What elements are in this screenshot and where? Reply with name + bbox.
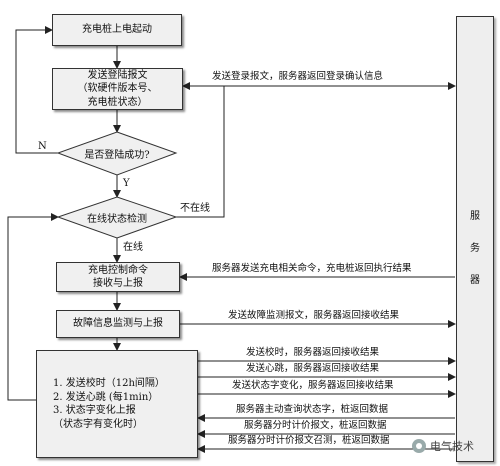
watermark-text: 电气技术 <box>430 440 474 453</box>
server-label-char: 务 <box>470 243 480 254</box>
edge-loop <box>7 213 59 401</box>
server-label-char: 器 <box>470 275 480 286</box>
online-check-label: 在线状态检测 <box>87 214 147 225</box>
control-node-line2: 接收与上报 <box>93 278 143 289</box>
msg-fault: 发送故障监测报文，服务器返回接收结果 <box>228 310 400 321</box>
server-label: 服务器 <box>468 208 482 304</box>
server-column <box>456 16 494 462</box>
wechat-icon <box>412 439 426 453</box>
fault-node-label: 故障信息监测与上报 <box>73 318 163 330</box>
edge-label-offline: 不在线 <box>180 203 210 214</box>
edge-label-yes: Y <box>123 178 130 189</box>
edge-label-online: 在线 <box>123 242 143 253</box>
login-node: 发送登陆报文 （软硬件版本号、 充电桩状态） <box>52 68 183 110</box>
edge-decision-no <box>15 26 58 154</box>
tasks-line2: 2. 发送心跳 (每1min） <box>53 391 159 403</box>
edge-label-no: N <box>38 141 47 152</box>
msg-heartbeat: 发送心跳，服务器返回接收结果 <box>246 363 380 374</box>
online-check-shape <box>56 196 178 239</box>
server-label-char: 服 <box>470 211 480 222</box>
tasks-node: 1. 发送校时（12h间隔） 2. 发送心跳 (每1min） 3. 状态字变化上… <box>36 350 198 458</box>
login-decision-shape <box>56 131 178 176</box>
start-node-label: 充电桩上电起动 <box>82 24 152 36</box>
login-node-line3: 充电桩状态） <box>87 96 148 108</box>
control-node-line1: 充电控制命令 <box>88 264 148 276</box>
tasks-line4: （状态字有变化时） <box>53 418 143 430</box>
msg-tariff: 服务器分时计价报文，桩返回数据 <box>244 420 387 431</box>
msg-status-change: 发送状态字变化，服务器返回接收结果 <box>232 380 394 391</box>
tasks-line3: 3. 状态字变化上报 <box>53 405 136 416</box>
msg-time-sync: 发送校时，服务器返回接收结果 <box>246 347 380 358</box>
msg-tariff-query: 服务器分时计价报文召测，桩返回数据 <box>228 435 390 446</box>
watermark: 电气技术 <box>412 437 474 455</box>
msg-status-query: 服务器主动查询状态字，桩返回数据 <box>236 404 389 415</box>
login-decision-label: 是否登陆成功? <box>84 150 150 161</box>
start-node: 充电桩上电起动 <box>52 14 182 46</box>
login-node-line2: （软硬件版本号、 <box>77 83 158 95</box>
msg-login: 发送登录报文，服务器返回登录确认信息 <box>212 71 384 82</box>
fault-node: 故障信息监测与上报 <box>56 310 180 338</box>
msg-control: 服务器发送充电相关命令，充电桩返回执行结果 <box>212 263 412 274</box>
edge-offline <box>176 82 225 218</box>
tasks-line1: 1. 发送校时（12h间隔） <box>53 378 165 389</box>
control-node: 充电控制命令 接收与上报 <box>56 262 180 292</box>
login-node-line1: 发送登陆报文 <box>87 69 148 81</box>
